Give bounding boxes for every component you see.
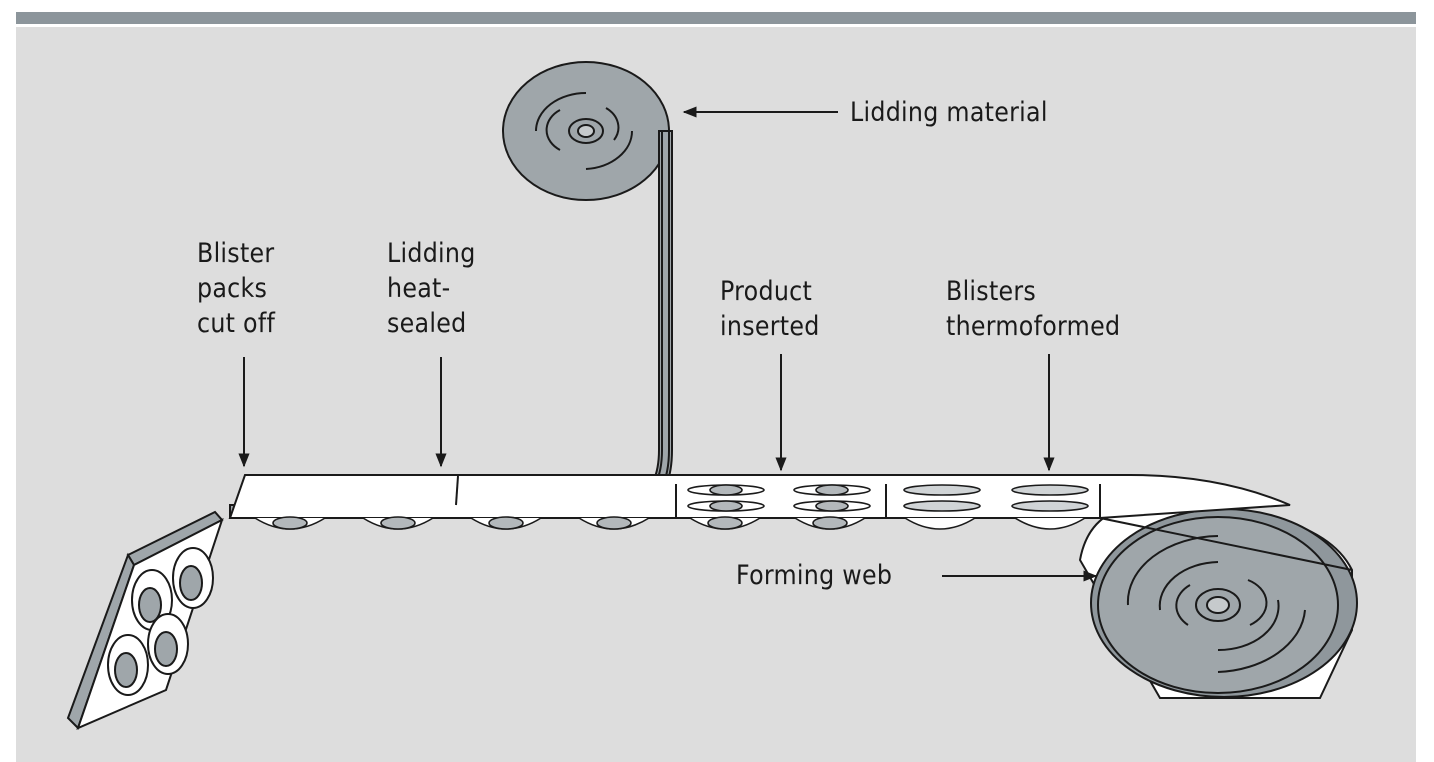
label-forming-web: Forming web	[736, 558, 892, 593]
label-text: Forming web	[736, 560, 893, 591]
forming-web-roll	[1078, 503, 1358, 699]
lidding-roll	[502, 61, 670, 201]
label-line: Blister	[197, 238, 275, 269]
label-line: Product	[720, 276, 813, 307]
open-cavities	[687, 484, 1089, 512]
label-line: Lidding	[387, 238, 476, 269]
label-line: sealed	[387, 308, 467, 339]
arrows	[238, 106, 1098, 582]
label-text: Lidding material	[850, 97, 1048, 128]
label-lidding-heat-sealed: Lidding heat- sealed	[387, 236, 476, 341]
label-blister-packs-cut-off: Blister packs cut off	[197, 236, 275, 341]
blister-cavities	[254, 516, 1086, 530]
label-blisters-thermoformed: Blisters thermoformed	[946, 274, 1120, 344]
label-line: Blisters	[946, 276, 1037, 307]
label-line: inserted	[720, 311, 820, 342]
label-line: packs	[197, 273, 268, 304]
label-line: heat-	[387, 273, 451, 304]
label-lidding-material: Lidding material	[850, 95, 1048, 130]
label-line: thermoformed	[946, 311, 1121, 342]
label-product-inserted: Product inserted	[720, 274, 820, 344]
blister-pack	[66, 510, 224, 730]
label-line: cut off	[197, 308, 276, 339]
header-bar	[16, 12, 1416, 24]
